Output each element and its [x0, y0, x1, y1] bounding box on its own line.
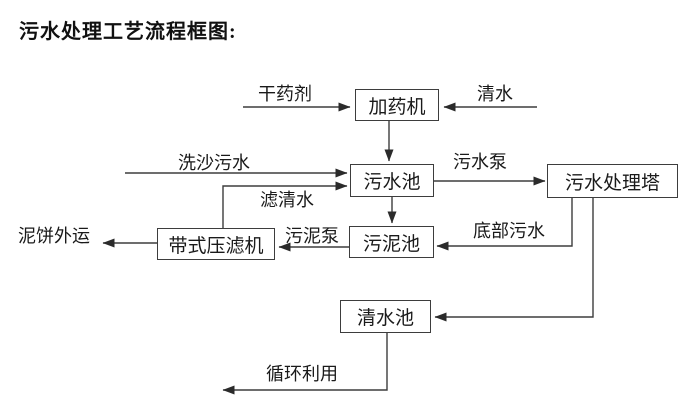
node-dosing-machine-label: 加药机 — [368, 96, 426, 118]
label-recycle: 循环利用 — [266, 364, 338, 384]
label-bottom-sewage: 底部污水 — [473, 221, 545, 241]
node-clean-water-pool: 清水池 — [340, 300, 431, 333]
label-sludge-pump: 污泥泵 — [285, 226, 339, 246]
node-sewage-pool-label: 污水池 — [363, 172, 421, 193]
edge-recycle-arrow — [222, 333, 388, 395]
node-dosing-machine: 加药机 — [355, 89, 439, 121]
label-filtered-water: 滤清水 — [260, 190, 314, 210]
label-sand-washing-sewage: 洗沙污水 — [178, 153, 250, 173]
edge-filtered-water-arrow — [222, 181, 348, 228]
edge-bottom-sewage-arrow — [436, 198, 573, 251]
page-title: 污水处理工艺流程框图: — [19, 21, 237, 43]
node-treatment-tower: 污水处理塔 — [547, 164, 678, 198]
label-sewage-pump: 污水泵 — [453, 152, 507, 172]
label-clean-water: 清水 — [477, 84, 513, 104]
node-sewage-pool: 污水池 — [350, 164, 434, 197]
edge-tower-to-clean-pool-arrow — [434, 198, 594, 322]
node-sludge-pool-label: 污泥池 — [362, 233, 420, 255]
node-clean-water-pool-label: 清水池 — [356, 308, 414, 329]
node-belt-filter-press-label: 带式压滤机 — [168, 235, 264, 257]
label-dry-chemical: 干药剂 — [258, 84, 312, 104]
node-sludge-pool: 污泥池 — [349, 226, 434, 258]
label-mud-cake-out: 泥饼外运 — [18, 226, 90, 246]
node-treatment-tower-label: 污水处理塔 — [564, 172, 660, 194]
node-belt-filter-press: 带式压滤机 — [157, 228, 275, 260]
